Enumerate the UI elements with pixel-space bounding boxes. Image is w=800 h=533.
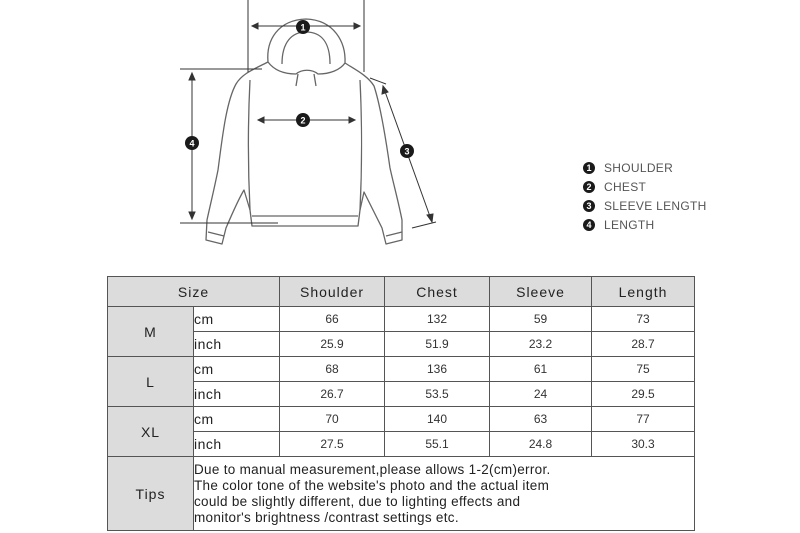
header-sleeve: Sleeve: [489, 276, 593, 307]
value-cell: 29.5: [591, 381, 696, 407]
diagram-markers: 1 2 3 4: [185, 20, 414, 158]
tips-line: Due to manual measurement,please allows …: [194, 461, 551, 477]
value-cell: 75: [591, 356, 696, 382]
legend-item-chest: 2 CHEST: [583, 177, 707, 196]
value-cell: 140: [384, 406, 491, 432]
value-cell: 77: [591, 406, 696, 432]
header-shoulder: Shoulder: [279, 276, 386, 307]
hoodie-outline: [205, 18, 403, 245]
legend-item-sleeve-length: 3 SLEEVE LENGTH: [583, 196, 707, 215]
tips-text: Due to manual measurement,please allows …: [192, 456, 696, 531]
legend-number-badge: 1: [583, 161, 595, 174]
marker-1: 1: [296, 20, 310, 34]
value-cell: 73: [591, 306, 696, 332]
legend-number-badge: 3: [583, 199, 595, 212]
size-chart-table: Size Shoulder Chest Sleeve Length M cm 6…: [106, 276, 696, 531]
marker-4: 4: [185, 136, 199, 150]
table-row: XL cm 70 140 63 77: [107, 406, 696, 457]
legend-item-shoulder: 1 SHOULDER: [583, 158, 707, 177]
value-cell: 25.9: [279, 331, 386, 357]
tips-line: could be slightly different, due to ligh…: [194, 493, 521, 509]
unit-label: inch: [192, 331, 281, 357]
value-cell: 24.8: [489, 431, 593, 457]
tips-row: Tips Due to manual measurement,please al…: [107, 456, 696, 531]
tips-label: Tips: [107, 456, 194, 531]
unit-label: cm: [192, 356, 281, 382]
legend-label: LENGTH: [604, 217, 655, 232]
value-cell: 30.3: [591, 431, 696, 457]
value-cell: 23.2: [489, 331, 593, 357]
header-size: Size: [106, 276, 281, 307]
value-cell: 68: [279, 356, 386, 382]
value-cell: 61: [489, 356, 593, 382]
header-length: Length: [591, 276, 696, 307]
value-cell: 53.5: [384, 381, 491, 407]
value-cell: 132: [384, 306, 491, 332]
hoodie-measurement-diagram: 1 2 3 4: [180, 0, 437, 245]
legend-label: CHEST: [604, 179, 647, 194]
size-label-xl: XL: [107, 406, 194, 457]
header-chest: Chest: [384, 276, 491, 307]
table-header-row: Size Shoulder Chest Sleeve Length: [106, 276, 696, 307]
marker-3-label: 3: [404, 147, 409, 157]
table-row: L cm 68 136 61 75: [107, 356, 696, 407]
value-cell: 59: [489, 306, 593, 332]
legend-number-badge: 4: [583, 218, 595, 231]
legend-label: SHOULDER: [604, 160, 674, 175]
unit-label: cm: [192, 306, 281, 332]
value-cell: 63: [489, 406, 593, 432]
measurement-guides: [180, 0, 437, 229]
value-cell: 66: [279, 306, 386, 332]
value-cell: 28.7: [591, 331, 696, 357]
legend-label: SLEEVE LENGTH: [604, 198, 707, 213]
value-cell: 27.5: [279, 431, 386, 457]
value-cell: 55.1: [384, 431, 491, 457]
marker-3: 3: [400, 144, 414, 158]
value-cell: 24: [489, 381, 593, 407]
value-cell: 70: [279, 406, 386, 432]
legend-number-badge: 2: [583, 180, 595, 193]
unit-label: inch: [192, 381, 281, 407]
marker-4-label: 4: [189, 139, 194, 149]
tips-line: The color tone of the website's photo an…: [194, 477, 550, 493]
marker-2: 2: [296, 113, 310, 127]
marker-1-label: 1: [300, 23, 305, 33]
marker-2-label: 2: [300, 116, 305, 126]
legend-item-length: 4 LENGTH: [583, 215, 707, 234]
table-row: inch 25.9 51.9 23.2 28.7: [108, 331, 696, 357]
unit-label: inch: [192, 431, 281, 457]
value-cell: 136: [384, 356, 491, 382]
value-cell: 51.9: [384, 331, 491, 357]
value-cell: 26.7: [279, 381, 386, 407]
table-row: inch 27.5 55.1 24.8 30.3: [108, 431, 696, 457]
size-label-m: M: [107, 306, 194, 357]
table-row: inch 26.7 53.5 24 29.5: [108, 381, 696, 407]
measurement-legend: 1 SHOULDER 2 CHEST 3 SLEEVE LENGTH 4 LEN…: [583, 158, 707, 234]
tips-line: monitor's brightness /contrast settings …: [194, 509, 459, 525]
table-row: M cm 66 132 59 73: [107, 306, 696, 357]
size-label-l: L: [107, 356, 194, 407]
unit-label: cm: [192, 406, 281, 432]
